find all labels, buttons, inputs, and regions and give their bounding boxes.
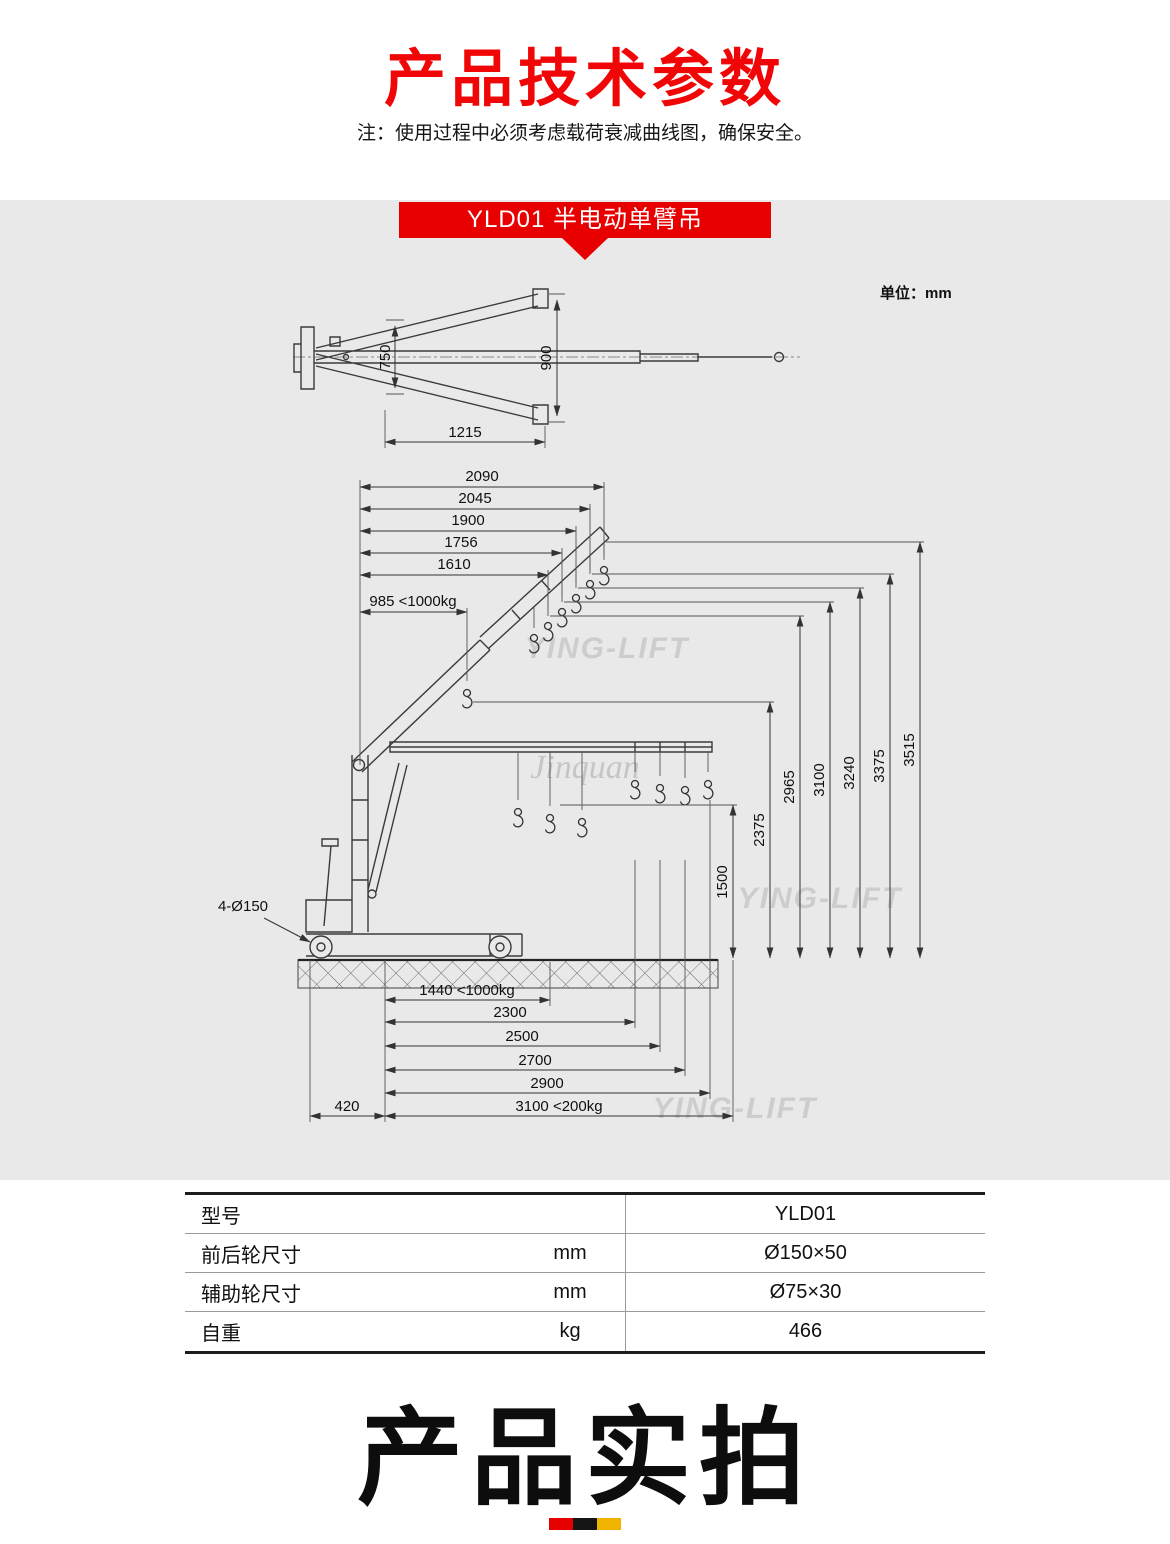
dim-label: 2300	[493, 1004, 526, 1021]
dim-label: 2500	[505, 1028, 538, 1045]
photos-section-title: 产品实拍	[357, 1400, 813, 1518]
dim-label: 1610	[437, 556, 470, 573]
watermark-text: YING-LIFT	[653, 1092, 818, 1125]
dim-label: 3375	[871, 749, 888, 782]
technical-drawing: YING-LIFT Jinquan YING-LIFT YING-LIFT 75…	[218, 288, 924, 1125]
side-view-dimensions: 2090 2045 1900 1756 1610 985 <1000kg 351…	[218, 468, 924, 1122]
spec-value: YLD01	[625, 1195, 985, 1233]
dim-label: 1440 <1000kg	[419, 982, 515, 999]
dim-label: 2700	[518, 1052, 551, 1069]
dim-label: 420	[334, 1098, 359, 1115]
spec-table: 型号 YLD01 前后轮尺寸 mm Ø150×50 辅助轮尺寸 mm Ø75×3…	[185, 1192, 985, 1354]
brand-flag	[0, 1518, 1170, 1530]
dim-label: 4-Ø150	[218, 898, 268, 915]
watermarks: YING-LIFT Jinquan YING-LIFT YING-LIFT	[525, 632, 903, 1125]
dim-label: 900	[538, 345, 555, 370]
drawing-section: YLD01 半电动单臂吊 单位：mm	[0, 200, 1170, 1180]
side-view-drawing	[297, 526, 719, 989]
top-view-drawing	[293, 288, 800, 425]
table-row: 前后轮尺寸 mm Ø150×50	[185, 1234, 985, 1273]
spec-value: Ø150×50	[625, 1234, 985, 1272]
table-row: 辅助轮尺寸 mm Ø75×30	[185, 1273, 985, 1312]
flag-yellow-block	[597, 1518, 621, 1530]
spec-value: 466	[625, 1312, 985, 1351]
spec-unit	[515, 1195, 625, 1233]
watermark-text: YING-LIFT	[738, 882, 903, 915]
product-model-banner: YLD01 半电动单臂吊	[399, 202, 771, 238]
dim-label: 1900	[451, 512, 484, 529]
dim-label: 3240	[841, 756, 858, 789]
flag-black-block	[573, 1518, 597, 1530]
dim-label: 2965	[781, 770, 798, 803]
dim-label: 1500	[714, 865, 731, 898]
spec-unit: kg	[559, 1320, 581, 1342]
dim-label: 1215	[448, 424, 481, 441]
dim-label: 985 <1000kg	[369, 593, 456, 610]
dim-label: 2045	[458, 490, 491, 507]
page-title: 产品技术参数	[383, 45, 786, 114]
watermark-text: YING-LIFT	[525, 632, 690, 665]
table-row: 自重 kg 466	[185, 1312, 985, 1351]
spec-unit: mm	[553, 1241, 587, 1264]
spec-label: 型号	[201, 1205, 241, 1228]
top-view-dimensions: 750 900 1215	[377, 293, 565, 448]
flag-red-block	[549, 1518, 573, 1530]
safety-note: 注：使用过程中必须考虑载荷衰减曲线图，确保安全。	[356, 123, 813, 144]
spec-label: 前后轮尺寸	[201, 1244, 301, 1267]
spec-value: Ø75×30	[625, 1273, 985, 1311]
spec-unit: mm	[553, 1280, 587, 1303]
dim-label: 3100 <200kg	[515, 1098, 602, 1115]
spec-label: 辅助轮尺寸	[201, 1283, 301, 1306]
spec-label: 自重	[201, 1323, 241, 1345]
dim-label: 2375	[751, 813, 768, 846]
unit-label: 单位：mm	[880, 285, 952, 302]
watermark-text: Jinquan	[530, 749, 640, 786]
ground-hatch	[297, 959, 719, 989]
dim-label: 2090	[465, 468, 498, 485]
dim-label: 3100	[811, 763, 828, 796]
table-row: 型号 YLD01	[185, 1195, 985, 1234]
dim-label: 1756	[444, 534, 477, 551]
dim-label: 2900	[530, 1075, 563, 1092]
dim-label: 3515	[901, 733, 918, 766]
arrow-down-icon	[562, 238, 608, 260]
dim-label: 750	[377, 344, 394, 369]
